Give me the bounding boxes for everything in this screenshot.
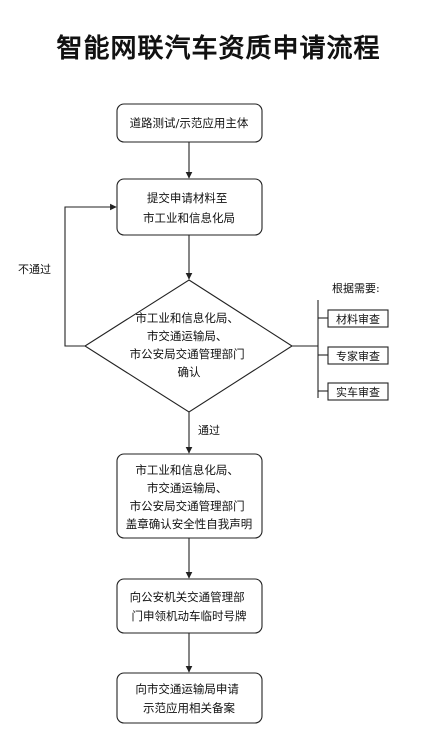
label-not-pass: 不通过 [18, 263, 51, 276]
step-4-line-1: 市工业和信息化局、 [135, 463, 239, 477]
review-box-materials: 材料审查 [327, 309, 389, 328]
svg-text:向公安机关交通管理部 门申领机动车临时号牌: 向公安机关交通管理部 门申领机动车临时号牌 [130, 590, 249, 623]
step-box-temp-plate: 向公安机关交通管理部 门申领机动车临时号牌 [116, 578, 263, 634]
step-box-filing: 向市交通运输局申请 示范应用相关备案 [116, 672, 263, 724]
step-4-line-3: 市公安局交通管理部门 [130, 499, 245, 513]
label-pass: 通过 [198, 424, 220, 437]
page-title: 智能网联汽车资质申请流程 [56, 34, 381, 64]
step-2-line-2: 市工业和信息化局 [143, 211, 235, 225]
review-item-vehicle: 实车审查 [336, 385, 380, 399]
step-4-line-4: 盖章确认安全性自我声明 [126, 517, 253, 531]
step-box-applicant: 道路测试/示范应用主体 [116, 103, 263, 143]
step-box-seal-confirm: 市工业和信息化局、 市交通运输局、 市公安局交通管理部门 盖章确认安全性自我声明 [116, 453, 263, 539]
svg-text:提交申请材料至 市工业和信息化局: 提交申请材料至 市工业和信息化局 [143, 191, 235, 225]
svg-text:向市交通运输局申请 示范应用相关备案: 向市交通运输局申请 示范应用相关备案 [135, 682, 242, 715]
review-box-vehicle: 实车审查 [327, 382, 389, 401]
step-6-line-2: 示范应用相关备案 [143, 701, 235, 715]
review-box-experts: 专家审查 [327, 346, 389, 365]
svg-text:市工业和信息化局、 市交通运输局、: 市工业和信息化局、 市交通运输局、 市公安局交通管理部门 确认 [130, 311, 249, 379]
step-5-line-2: 门申领机动车临时号牌 [132, 609, 247, 623]
review-heading: 根据需要: [332, 281, 380, 295]
step-6-line-1: 向市交通运输局申请 [135, 682, 239, 696]
decision-line-4: 确认 [178, 365, 201, 379]
step-2-line-1: 提交申请材料至 [147, 191, 228, 205]
step-4-line-2: 市交通运输局、 [147, 481, 228, 495]
review-item-materials: 材料审查 [336, 312, 380, 326]
step-box-submit-materials: 提交申请材料至 市工业和信息化局 [116, 178, 263, 236]
step-5-line-1: 向公安机关交通管理部 [130, 590, 245, 604]
decision-diamond-confirm: 市工业和信息化局、 市交通运输局、 市公安局交通管理部门 确认 [83, 279, 294, 413]
step-1-line-1: 道路测试/示范应用主体 [130, 116, 249, 130]
decision-line-1: 市工业和信息化局、 [135, 311, 239, 325]
arrow-not-pass-loop [64, 203, 117, 347]
decision-line-2: 市交通运输局、 [147, 329, 228, 343]
review-item-experts: 专家审查 [336, 349, 380, 363]
svg-text:市工业和信息化局、 市交通运输局、: 市工业和信息化局、 市交通运输局、 市公安局交通管理部门 盖章确认安全性自我声明 [126, 463, 253, 531]
svg-text:道路测试/示范应用主体: 道路测试/示范应用主体 [130, 116, 249, 130]
decision-line-3: 市公安局交通管理部门 [130, 347, 245, 361]
